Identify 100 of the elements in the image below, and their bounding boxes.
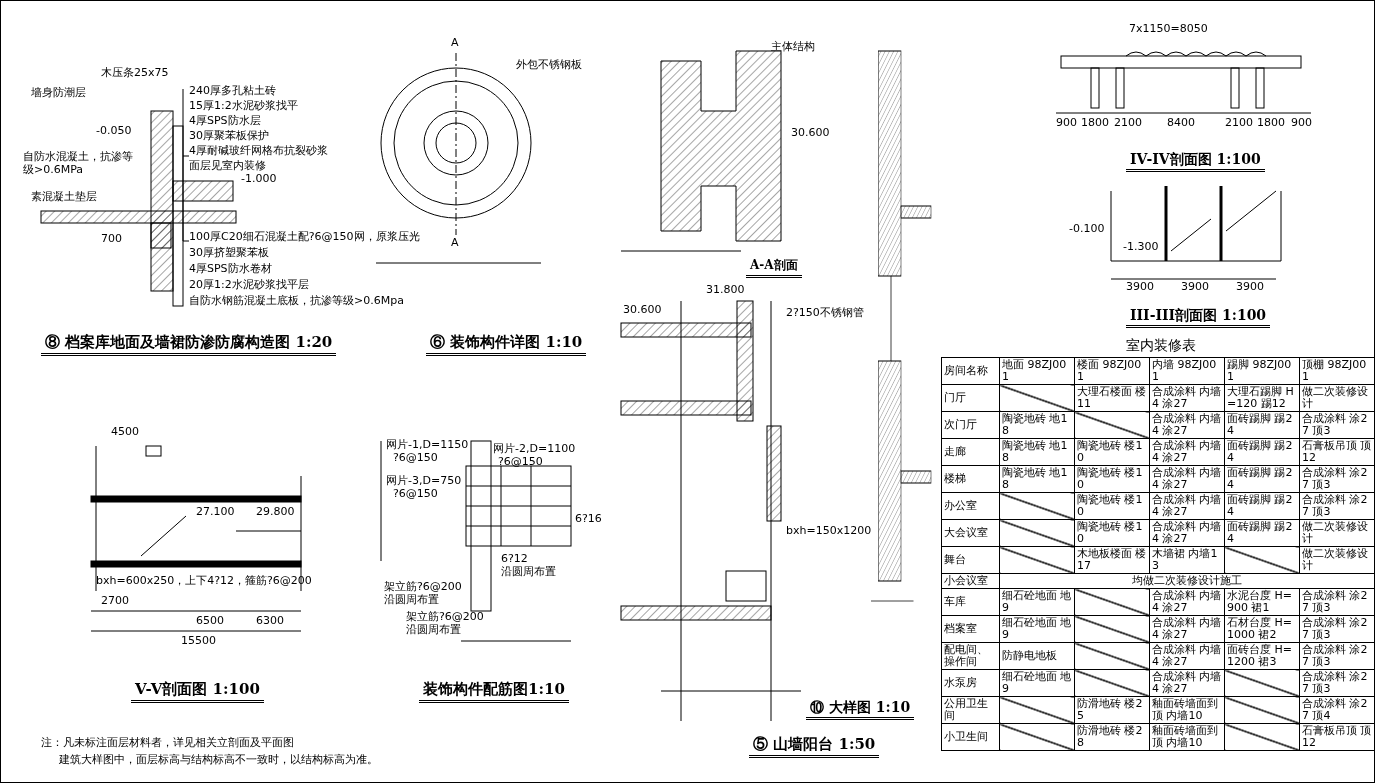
dimension-label: 7x1150=8050 [1129, 23, 1208, 36]
table-cell: 合成涂料 内墙4 涂27 [1149, 588, 1225, 616]
table-cell: 陶瓷地砖 地18 [999, 465, 1075, 493]
table-cell: 走廊 [941, 438, 1000, 466]
drawing-title: III-III剖面图 1:100 [1126, 307, 1271, 329]
elevation-label: -1.000 [241, 173, 277, 186]
table-cell: 合成涂料 内墙4 涂27 [1149, 519, 1225, 547]
drawing-title: A-A剖面 [746, 259, 802, 278]
layer-label: 20厚1:2水泥砂浆找平层 [189, 279, 309, 292]
table-cell: 合成涂料 内墙4 涂27 [1149, 492, 1225, 520]
table-cell: 合成涂料 内墙4 涂27 [1149, 384, 1225, 412]
dimension-label: 2100 [1225, 117, 1253, 130]
table-cell: 石膏板吊顶 顶12 [1299, 723, 1374, 751]
dimension-label: 900 [1056, 117, 1077, 130]
table-cell: 木地板楼面 楼17 [1074, 546, 1150, 574]
table-cell: 楼梯 [941, 465, 1000, 493]
table-cell: 合成涂料 涂27 顶3 [1299, 465, 1374, 493]
rebar-label: 网片-2,D=1100 [493, 443, 576, 456]
rebar-label: ?6@150 [393, 488, 438, 501]
table-cell: 合成涂料 内墙4 涂27 [1149, 465, 1225, 493]
layer-label: 4厚SPS防水层 [189, 115, 261, 128]
part-label: bxh=600x250，上下4?12，箍筋?6@200 [96, 575, 312, 588]
table-cell: 大会议室 [941, 519, 1000, 547]
table-cell: 合成涂料 内墙4 涂27 [1149, 411, 1225, 439]
table-cell: 合成涂料 内墙4 涂27 [1149, 438, 1225, 466]
part-label: bxh=150x1200 [786, 525, 872, 538]
table-cell: 釉面砖墙面到顶 内墙10 [1149, 723, 1225, 751]
layer-label: 30厚挤塑聚苯板 [189, 247, 269, 260]
elevation-label: 29.800 [256, 506, 295, 519]
note-text: 沿圆周布置 [406, 624, 461, 637]
table-cell: 面砖踢脚 踢24 [1224, 438, 1300, 466]
table-cell: 陶瓷地砖 楼10 [1074, 492, 1150, 520]
dimension-label: 3900 [1236, 281, 1264, 294]
part-label: 木压条25x75 [101, 67, 169, 80]
dimension-label: 2100 [1114, 117, 1142, 130]
note-text: 注：凡未标注面层材料者，详见相关立剖面及平面图 [41, 737, 294, 750]
table-cell: 舞台 [941, 546, 1000, 574]
table-cell: 石材台度 H=1000 裙2 [1224, 615, 1300, 643]
section-mark: A [451, 37, 459, 50]
table-cell: 木墙裙 内墙13 [1149, 546, 1225, 574]
elevation-label: -1.300 [1123, 241, 1159, 254]
part-label: 素混凝土垫层 [31, 191, 97, 204]
table-cell: 公用卫生间 [941, 696, 1000, 724]
table-cell: 合成涂料 内墙4 涂27 [1149, 642, 1225, 670]
table-cell: 合成涂料 涂27 顶3 [1299, 615, 1374, 643]
table-cell: 釉面砖墙面到顶 内墙10 [1149, 696, 1225, 724]
elevation-label: 30.600 [791, 127, 830, 140]
table-cell: 小卫生间 [941, 723, 1000, 751]
layer-label: 4厚耐碱玻纤网格布抗裂砂浆 [189, 145, 328, 158]
table-cell: 办公室 [941, 492, 1000, 520]
table-cell: 水泵房 [941, 669, 1000, 697]
table-cell: 合成涂料 涂27 顶3 [1299, 492, 1374, 520]
table-cell: 细石砼地面 地9 [999, 669, 1075, 697]
table-cell: 陶瓷地砖 楼10 [1074, 465, 1150, 493]
table-cell: 大理石踢脚 H=120 踢12 [1224, 384, 1300, 412]
rebar-label: 网片-1,D=1150 [386, 439, 469, 452]
section-mark: A [451, 237, 459, 250]
table-cell: 均做二次装修设计施工 [999, 573, 1374, 589]
table-cell: 门厅 [941, 384, 1000, 412]
table-cell: 合成涂料 涂27 顶3 [1299, 588, 1374, 616]
table-cell: 细石砼地面 地9 [999, 615, 1075, 643]
table-cell: 配电间、操作间 [941, 642, 1000, 670]
rebar-label: 6?16 [575, 513, 602, 526]
table-cell: 合成涂料 涂27 顶3 [1299, 411, 1374, 439]
table-cell: 面砖台度 H=1200 裙3 [1224, 642, 1300, 670]
table-cell: 细石砼地面 地9 [999, 588, 1075, 616]
dimension-label: 15500 [181, 635, 216, 648]
layer-label: 100厚C20细石混凝土配?6@150网，原浆压光 [189, 231, 420, 244]
layer-label: 面层见室内装修 [189, 160, 266, 173]
table-cell: 合成涂料 内墙4 涂27 [1149, 615, 1225, 643]
rebar-label: 网片-3,D=750 [386, 475, 462, 488]
dimension-label: 8400 [1167, 117, 1195, 130]
part-label: 主体结构 [771, 41, 815, 54]
elevation-label: 31.800 [706, 284, 745, 297]
note-text: 建筑大样图中，面层标高与结构标高不一致时，以结构标高为准。 [59, 754, 378, 767]
drawing-title: 装饰构件配筋图1:10 [419, 681, 569, 704]
table-cell: 合成涂料 涂27 顶3 [1299, 669, 1374, 697]
dimension-label: 6500 [196, 615, 224, 628]
table-cell: 做二次装修设计 [1299, 546, 1374, 574]
table-cell: 踢脚 98ZJ001 [1224, 357, 1300, 385]
note-text: 沿圆周布置 [501, 566, 556, 579]
table-cell: 陶瓷地砖 地18 [999, 438, 1075, 466]
layer-label: 4厚SPS防水卷材 [189, 263, 272, 276]
drawing-title: ⑩ 大样图 1:10 [806, 699, 915, 721]
table-cell: 防静电地板 [999, 642, 1075, 670]
elevation-label: -0.100 [1069, 223, 1105, 236]
layer-label: 15厚1:2水泥砂浆找平 [189, 100, 298, 113]
dimension-label: 3900 [1181, 281, 1209, 294]
rebar-label: ?6@150 [498, 456, 543, 469]
table-cell: 防滑地砖 楼28 [1074, 723, 1150, 751]
note-text: 沿圆周布置 [384, 594, 439, 607]
table-title: 室内装修表 [1126, 337, 1196, 354]
table-cell: 水泥台度 H=900 裙1 [1224, 588, 1300, 616]
table-cell: 陶瓷地砖 楼10 [1074, 519, 1150, 547]
table-cell: 石膏板吊顶 顶12 [1299, 438, 1374, 466]
table-cell: 合成涂料 内墙4 涂27 [1149, 669, 1225, 697]
table-cell: 面砖踢脚 踢24 [1224, 465, 1300, 493]
table-cell: 做二次装修设计 [1299, 384, 1374, 412]
drawing-title: ⑤ 山墙阳台 1:50 [749, 736, 880, 759]
drawing-title: ⑧ 档案库地面及墙裙防渗防腐构造图 1:20 [41, 334, 337, 357]
